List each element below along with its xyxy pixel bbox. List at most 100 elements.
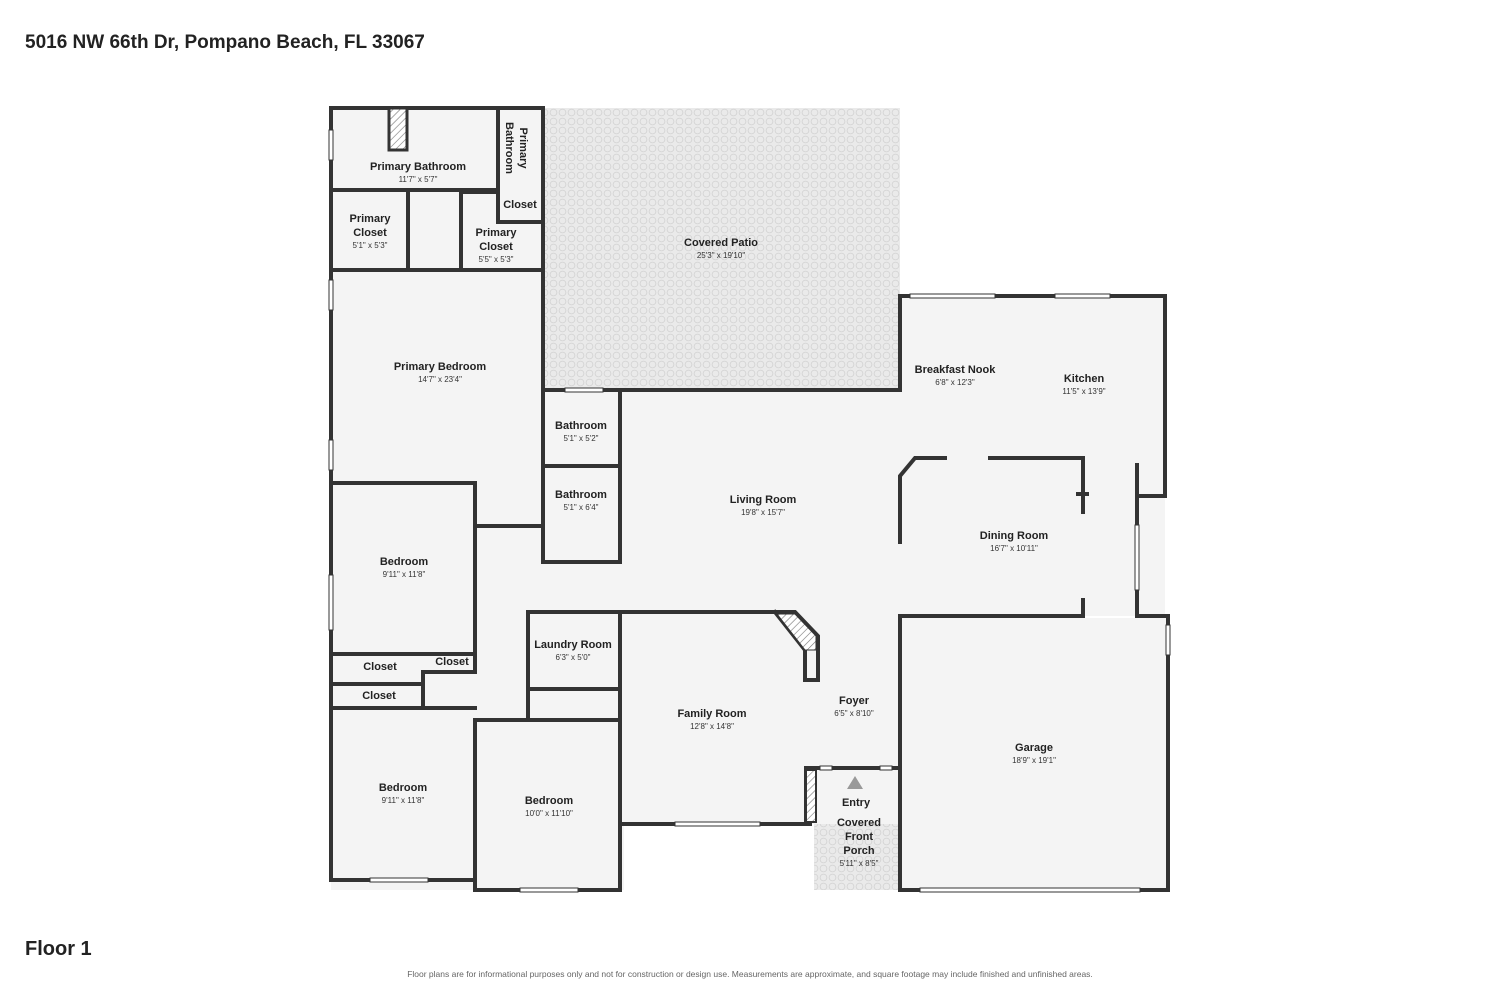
room-dimensions: 12'8" x 14'8" (690, 722, 734, 731)
room-dimensions: 11'5" x 13'9" (1062, 387, 1105, 396)
room-kitchen: Kitchen 11'5" x 13'9" (1062, 373, 1105, 396)
interior-floor-kitchen (900, 296, 1165, 396)
interior-floor-main (331, 390, 1165, 616)
fireplace-family (775, 613, 817, 651)
entry-door (819, 765, 833, 771)
room-name: Bathroom (555, 420, 607, 432)
room-name: Family Room (677, 708, 746, 720)
room-bedroom-2: Bedroom 9'11" x 11'8" (379, 782, 428, 805)
room-name: Dining Room (980, 530, 1049, 542)
room-dimensions: 6'5" x 8'10" (834, 709, 874, 718)
interior-floor-family (620, 612, 900, 824)
window (674, 821, 761, 827)
room-name: Foyer (839, 695, 870, 707)
room-name: Living Room (730, 494, 797, 506)
room-name: PrimaryBathroom (503, 122, 529, 174)
room-dimensions: 19'8" x 15'7" (741, 508, 785, 517)
room-dimensions: 6'3" x 5'0" (556, 653, 591, 662)
floor-label: Floor 1 (25, 938, 92, 960)
room-name: Primary Bathroom (370, 161, 466, 173)
room-labels: Primary Bathroom 11'7" x 5'7" PrimaryBathr… (350, 122, 1106, 868)
room-name: Bathroom (555, 489, 607, 501)
room-name: Closet (503, 199, 537, 211)
windows (328, 129, 1171, 893)
room-name: Closet (362, 690, 396, 702)
room-closet-3: Closet (362, 690, 396, 702)
window (369, 877, 429, 883)
fixtures (387, 106, 893, 823)
interior-floor-garage (900, 618, 1168, 890)
room-name: Garage (1015, 742, 1053, 754)
room-dimensions: 5'5" x 5'3" (479, 255, 514, 264)
window (328, 574, 334, 631)
room-breakfast-nook: Breakfast Nook 6'8" x 12'3" (915, 364, 997, 387)
window (1134, 524, 1140, 591)
entry-door (879, 765, 893, 771)
room-primary-bathroom-wc: PrimaryBathroom (503, 122, 529, 174)
window (919, 887, 1141, 893)
room-dimensions: 5'1" x 6'4" (564, 503, 599, 512)
room-entry: Entry (842, 797, 871, 809)
room-bathroom-1: Bathroom 5'1" x 5'2" (555, 420, 607, 443)
window (909, 293, 996, 299)
room-closet-1: Closet (363, 661, 397, 673)
porch-column (805, 769, 817, 823)
interior-floor-lower-left (331, 600, 624, 890)
window (328, 439, 334, 471)
room-primary-bedroom: Primary Bedroom 14'7" x 23'4" (394, 361, 487, 384)
room-name: Bedroom (380, 556, 429, 568)
room-name: Bedroom (379, 782, 428, 794)
room-dimensions: 5'1" x 5'2" (564, 434, 599, 443)
window (519, 887, 579, 893)
window (328, 279, 334, 311)
disclaimer: Floor plans are for informational purpos… (407, 969, 1093, 979)
room-name: Bedroom (525, 795, 574, 807)
room-garage: Garage 18'9" x 19'1" (1012, 742, 1056, 765)
room-dimensions: 5'1" x 5'3" (353, 241, 388, 250)
room-dimensions: 25'3" x 19'10" (697, 251, 745, 260)
window (1054, 293, 1111, 299)
room-dimensions: 9'11" x 11'8" (382, 796, 425, 805)
room-closet-2: Closet (435, 656, 469, 668)
room-family-room: Family Room 12'8" x 14'8" (677, 708, 746, 731)
room-name: Laundry Room (534, 639, 612, 651)
property-address: 5016 NW 66th Dr, Pompano Beach, FL 33067 (25, 32, 425, 53)
room-dimensions: 11'7" x 5'7" (399, 175, 438, 184)
room-name: Covered Patio (684, 237, 758, 249)
room-name: Entry (842, 797, 871, 809)
room-dining-room: Dining Room 16'7" x 10'11" (980, 530, 1049, 553)
walls (329, 106, 1170, 892)
room-bathroom-2: Bathroom 5'1" x 6'4" (555, 489, 607, 512)
room-laundry-room: Laundry Room 6'3" x 5'0" (534, 639, 612, 662)
room-name: Kitchen (1064, 373, 1105, 385)
room-closet-top: Closet (503, 199, 537, 211)
room-covered-patio: Covered Patio 25'3" x 19'10" (684, 237, 758, 260)
entry-arrow-icon (847, 776, 863, 789)
room-primary-bathroom: Primary Bathroom 11'7" x 5'7" (370, 161, 466, 184)
room-dimensions: 18'9" x 19'1" (1012, 756, 1056, 765)
room-name: Breakfast Nook (915, 364, 997, 376)
fireplace-top (387, 106, 409, 152)
room-dimensions: 5'11" x 8'5" (840, 859, 879, 868)
room-dimensions: 14'7" x 23'4" (418, 375, 462, 384)
floor-fills (331, 108, 1168, 890)
room-dimensions: 16'7" x 10'11" (990, 544, 1038, 553)
room-bedroom-1: Bedroom 9'11" x 11'8" (380, 556, 429, 579)
room-dimensions: 6'8" x 12'3" (935, 378, 975, 387)
window (328, 129, 334, 161)
room-name: Closet (435, 656, 469, 668)
patio-floor (543, 108, 900, 390)
room-dimensions: 9'11" x 11'8" (383, 570, 426, 579)
room-name: Closet (363, 661, 397, 673)
room-living-room: Living Room 19'8" x 15'7" (730, 494, 797, 517)
window (564, 387, 604, 393)
room-name: Primary Bedroom (394, 361, 487, 373)
